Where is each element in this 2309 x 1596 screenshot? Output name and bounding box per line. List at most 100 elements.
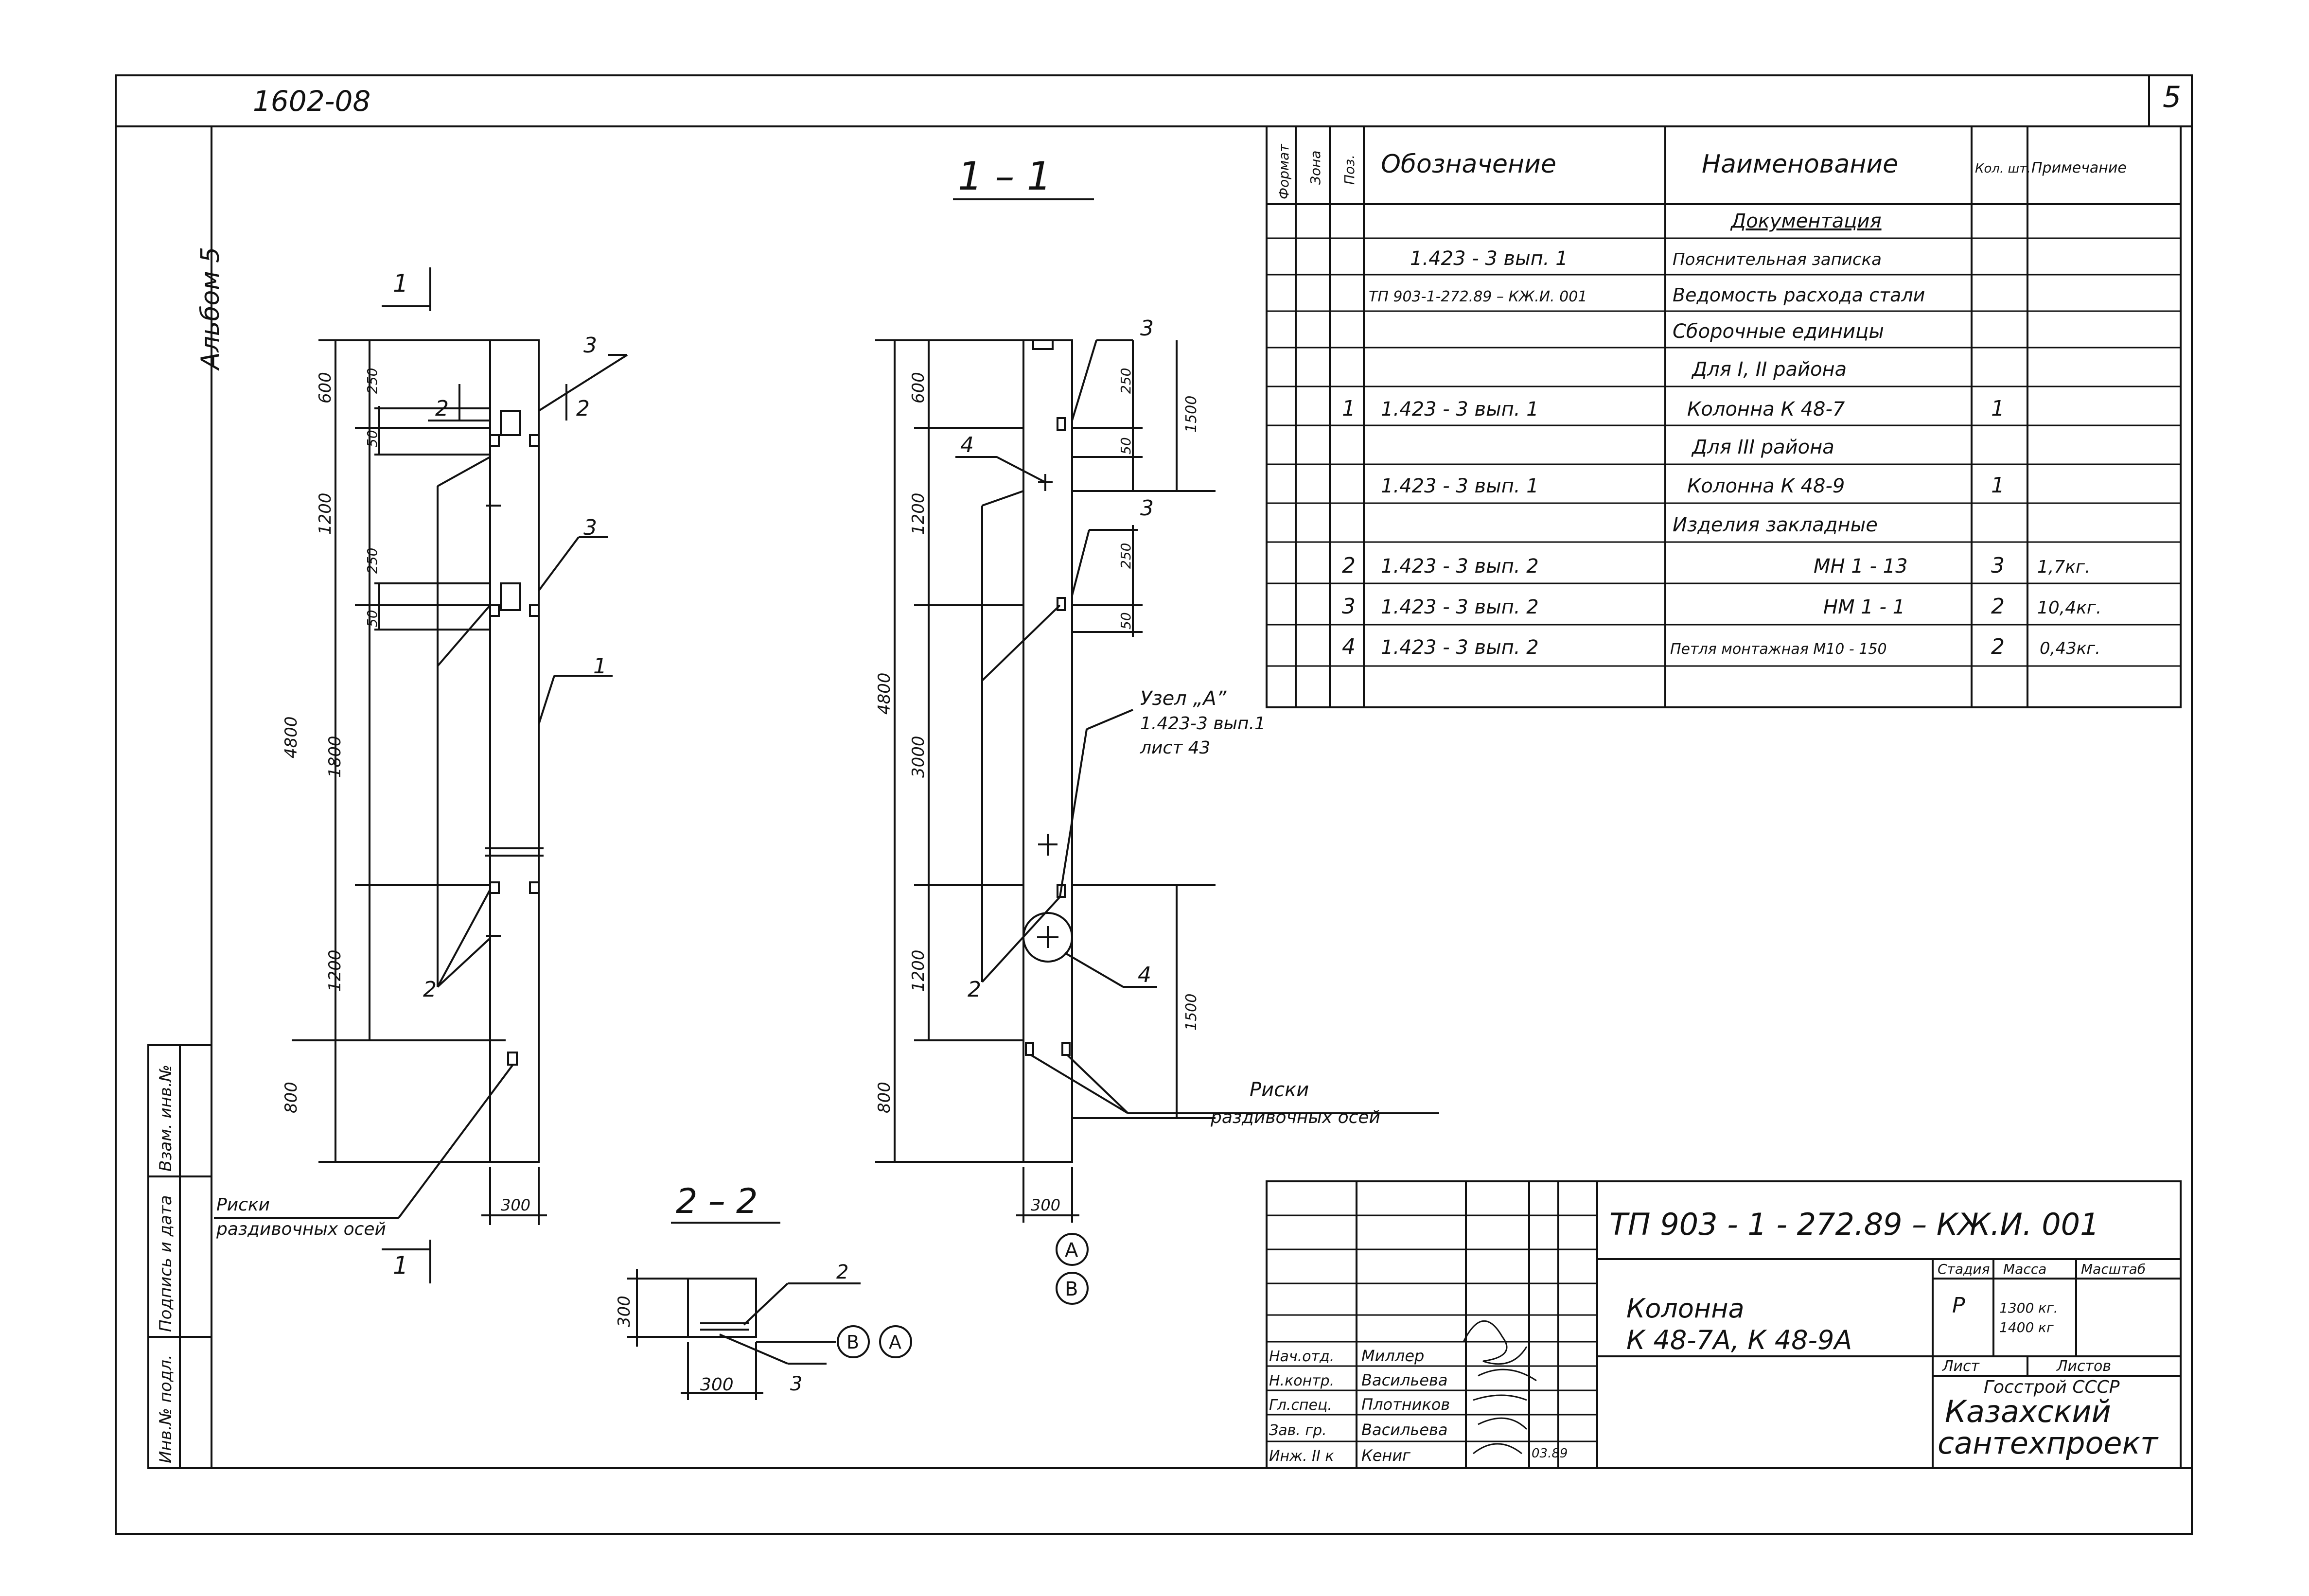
pos-3-left-mid: 3 bbox=[583, 515, 597, 540]
specification-table bbox=[1266, 125, 2182, 708]
signer-name-1: Васильева bbox=[1361, 1371, 1447, 1389]
spec-row-11-name: Петля монтажная М10 - 150 bbox=[1670, 641, 1887, 658]
spec-row-1-designation: 1.423 - 3 вып. 1 bbox=[1410, 247, 1568, 270]
spec-row-1-name: Пояснительная записка bbox=[1673, 250, 1882, 269]
dim-1200-left-top: 1200 bbox=[316, 492, 335, 535]
spec-row-7-qty: 1 bbox=[1991, 473, 2005, 498]
s22-axis-a: А bbox=[889, 1332, 901, 1353]
stamp-replace-label: Взам. инв.№ bbox=[156, 1065, 176, 1172]
title-block bbox=[1266, 1180, 2182, 1469]
dim-50-left-1: 50 bbox=[364, 430, 380, 447]
spec-row-3-name: Сборочные единицы bbox=[1673, 320, 1884, 343]
s22-pos-3: 3 bbox=[790, 1373, 802, 1395]
spec-row-0-name: Документация bbox=[1730, 210, 1882, 232]
pos-2-mid: 2 bbox=[968, 977, 981, 1002]
column-view-middle bbox=[875, 339, 1439, 1305]
sheets-header: Листов bbox=[2056, 1358, 2111, 1375]
dim-300-mid: 300 bbox=[1031, 1196, 1060, 1214]
spec-header-designation: Обозначение bbox=[1381, 150, 1556, 179]
dim-1200-left-bottom: 1200 bbox=[325, 949, 345, 992]
signer-name-4: Кениг bbox=[1361, 1446, 1410, 1465]
doc-code: ТП 903 - 1 - 272.89 – КЖ.И. 001 bbox=[1609, 1207, 2099, 1242]
signer-name-3: Васильева bbox=[1361, 1421, 1447, 1439]
dim-800-mid: 800 bbox=[875, 1082, 894, 1113]
album-side-label: Альбом 5 bbox=[196, 247, 225, 371]
spec-row-5-name: Колонна К 48-7 bbox=[1687, 398, 1845, 421]
signer-role-4: Инж. II к bbox=[1269, 1448, 1334, 1465]
spec-row-9-pos: 2 bbox=[1342, 553, 1356, 578]
pos-1-left: 1 bbox=[593, 654, 607, 679]
pos-3-mid-top: 3 bbox=[1140, 316, 1154, 341]
dim-250-mid-2: 250 bbox=[1118, 543, 1134, 569]
s22-dim-w: 300 bbox=[700, 1375, 734, 1395]
section-1-1-title: 1 – 1 bbox=[958, 154, 1052, 199]
spec-row-8-name: Изделия закладные bbox=[1673, 514, 1878, 536]
axis-a-mid: А bbox=[1065, 1239, 1078, 1262]
signers: Нач.отд. Миллер Н.контр. Васильева Гл.сп… bbox=[1269, 1347, 1450, 1465]
dim-50-left-2: 50 bbox=[364, 610, 380, 627]
pos-4-mid-bottom: 4 bbox=[1138, 963, 1151, 987]
dim-4800-left: 4800 bbox=[282, 716, 301, 758]
drawing-title-1: Колонна bbox=[1626, 1293, 1745, 1324]
dim-1200-mid-top: 1200 bbox=[909, 492, 928, 535]
signer-role-1: Н.контр. bbox=[1269, 1372, 1334, 1389]
spec-header-note: Примечание bbox=[2031, 159, 2127, 176]
dim-50-mid-2: 50 bbox=[1118, 612, 1134, 630]
dim-600-mid: 600 bbox=[909, 372, 928, 403]
column-view-left bbox=[214, 267, 628, 1283]
spec-header-format: Формат bbox=[1276, 144, 1292, 199]
scale-header: Масштаб bbox=[2081, 1261, 2146, 1277]
spec-row-6-name: Для III района bbox=[1691, 436, 1834, 458]
pos-2-left: 2 bbox=[423, 977, 437, 1002]
section-2-2-title: 2 – 2 bbox=[676, 1181, 758, 1221]
spec-row-5-designation: 1.423 - 3 вып. 1 bbox=[1381, 398, 1539, 421]
section-2-2-view bbox=[627, 1269, 912, 1400]
spec-row-2-name: Ведомость расхода стали bbox=[1673, 284, 1925, 306]
dim-250-mid-1: 250 bbox=[1118, 368, 1134, 394]
spec-header-name: Наименование bbox=[1702, 150, 1898, 179]
cut-mark-bottom-left: 1 bbox=[393, 1251, 408, 1280]
signer-role-0: Нач.отд. bbox=[1269, 1348, 1334, 1365]
s22-pos-2: 2 bbox=[836, 1261, 848, 1283]
node-label-1: Узел „А” bbox=[1140, 687, 1227, 710]
s22-dim-h: 300 bbox=[615, 1296, 634, 1327]
dim-1500-mid-bottom: 1500 bbox=[1183, 994, 1200, 1031]
pos-3-mid-mid: 3 bbox=[1140, 496, 1154, 521]
node-label-3: лист 43 bbox=[1140, 738, 1210, 758]
marks-label-mid-1: Риски bbox=[1250, 1079, 1309, 1101]
mass-header: Масса bbox=[2003, 1261, 2046, 1277]
s22-axis-b: В bbox=[846, 1332, 859, 1353]
stamp-sign-label: Подпись и дата bbox=[156, 1195, 176, 1332]
dim-300-left: 300 bbox=[501, 1196, 530, 1214]
sheet-number: 5 bbox=[2163, 80, 2181, 114]
spec-row-10-name: НМ 1 - 1 bbox=[1823, 596, 1905, 618]
marks-label-left-1: Риски bbox=[216, 1195, 270, 1215]
signer-name-0: Миллер bbox=[1361, 1347, 1424, 1365]
dim-4800-mid: 4800 bbox=[875, 672, 894, 715]
spec-row-9-note: 1,7кг. bbox=[2037, 557, 2090, 577]
spec-row-7-designation: 1.423 - 3 вып. 1 bbox=[1381, 475, 1539, 497]
spec-row-10-pos: 3 bbox=[1342, 594, 1356, 619]
axis-b-mid: В bbox=[1065, 1278, 1078, 1300]
drawing-title-2: К 48-7А, К 48-9А bbox=[1626, 1325, 1852, 1355]
dim-600-left: 600 bbox=[316, 372, 335, 403]
mass-value-2: 1400 кг bbox=[1999, 1319, 2054, 1335]
pos-3-left-top: 3 bbox=[583, 333, 597, 358]
dim-250-left-1: 250 bbox=[364, 368, 380, 394]
marks-label-left-2: раздивочных осей bbox=[216, 1219, 386, 1239]
sheet-header: Лист bbox=[1942, 1358, 1980, 1375]
spec-row-11-designation: 1.423 - 3 вып. 2 bbox=[1381, 636, 1539, 659]
spec-row-9-designation: 1.423 - 3 вып. 2 bbox=[1381, 555, 1539, 578]
cut-mark-top-left: 1 bbox=[393, 269, 408, 298]
dim-250-left-2: 250 bbox=[364, 548, 380, 574]
org-line-3: сантехпроект bbox=[1938, 1425, 2159, 1461]
cut2-label-left: 2 bbox=[435, 396, 449, 421]
spec-row-10-designation: 1.423 - 3 вып. 2 bbox=[1381, 596, 1539, 618]
spec-row-10-qty: 2 bbox=[1991, 594, 2005, 619]
album-code: 1602-08 bbox=[253, 85, 370, 118]
spec-row-9-qty: 3 bbox=[1991, 553, 2005, 578]
org-line-1: Госстрой СССР bbox=[1984, 1377, 2120, 1397]
dim-1500-mid-top: 1500 bbox=[1183, 396, 1200, 433]
spec-rows: Документация 1.423 - 3 вып. 1 Пояснитель… bbox=[1342, 210, 2101, 659]
